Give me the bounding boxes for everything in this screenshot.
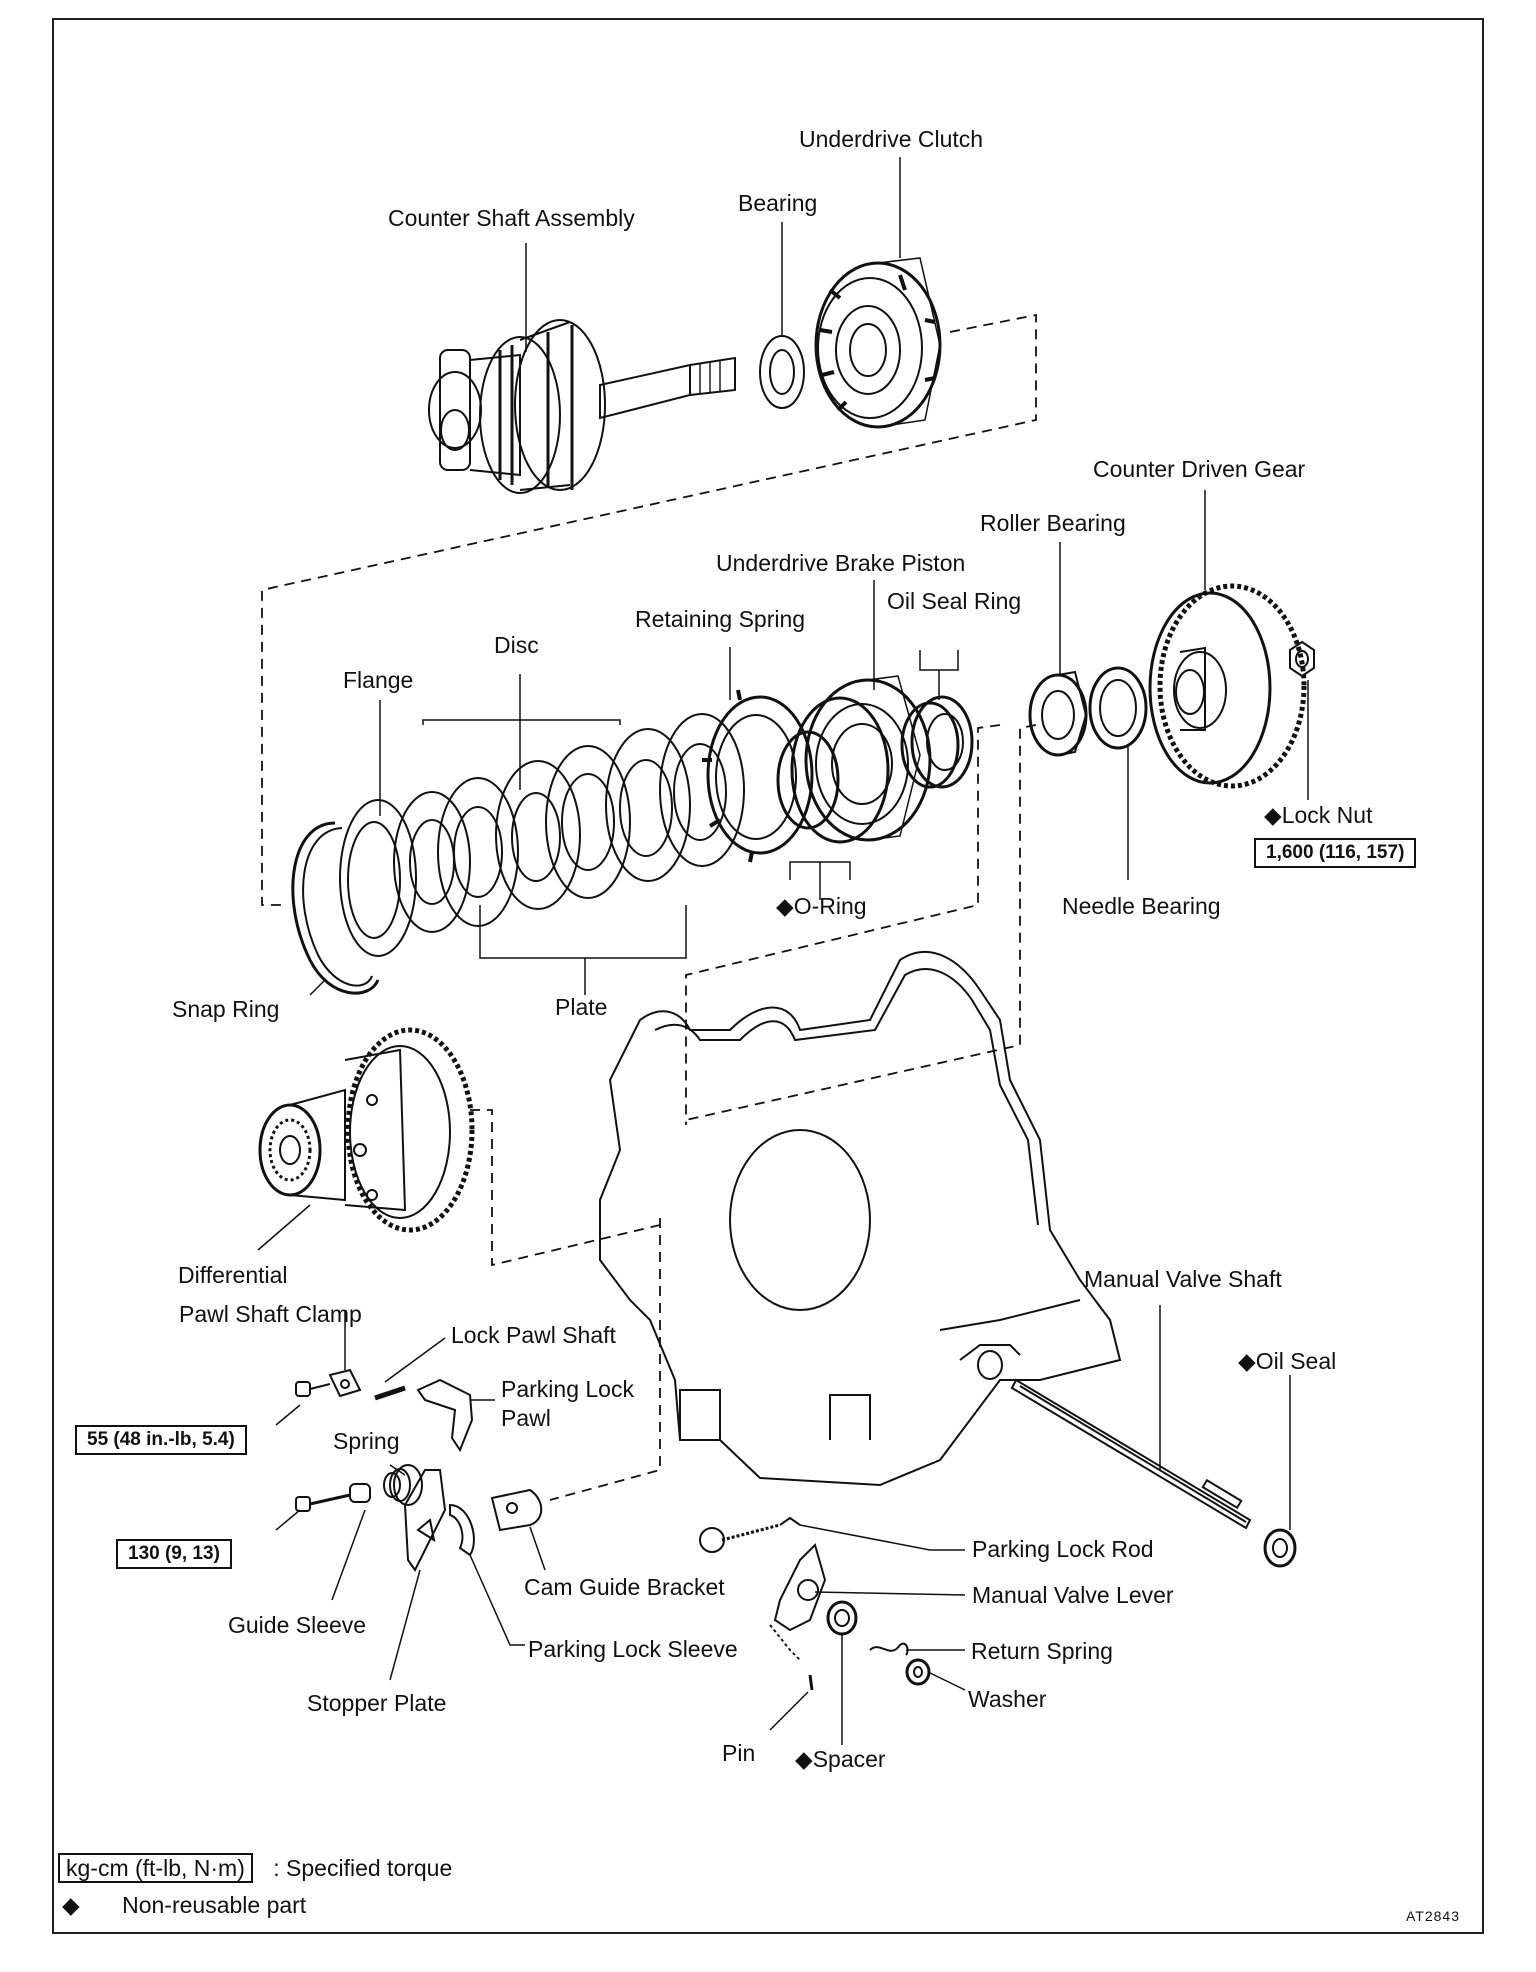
label-oil-seal-ring: Oil Seal Ring bbox=[887, 588, 1022, 614]
needle-bearing bbox=[1088, 666, 1148, 750]
underdrive-brake-piston bbox=[804, 675, 932, 842]
label-flange: Flange bbox=[343, 667, 414, 693]
parking-lock-rod bbox=[699, 1516, 801, 1553]
o-rings bbox=[776, 696, 890, 844]
label-disc: Disc bbox=[494, 632, 539, 658]
label-lock-pawl-shaft: Lock Pawl Shaft bbox=[451, 1322, 616, 1348]
label-cam-guide-bracket: Cam Guide Bracket bbox=[524, 1574, 725, 1600]
diagram-frame bbox=[52, 18, 1484, 1934]
torque-stopper-plate-bolt: 130 (9, 13) bbox=[116, 1539, 232, 1569]
label-lock-nut: ◆Lock Nut bbox=[1264, 802, 1373, 828]
torque-pawl-shaft-clamp-bolt: 55 (48 in.-lb, 5.4) bbox=[75, 1425, 247, 1455]
parking-lock-sleeve bbox=[449, 1503, 475, 1557]
label-underdrive-brake-piston: Underdrive Brake Piston bbox=[716, 550, 966, 576]
legend-symbol-desc: Non-reusable part bbox=[122, 1892, 307, 1918]
legend-unit-box: kg-cm (ft-lb, N·m) bbox=[58, 1853, 253, 1883]
retaining-spring bbox=[702, 689, 814, 863]
label-o-ring: ◆O-Ring bbox=[776, 893, 867, 919]
label-snap-ring: Snap Ring bbox=[172, 996, 280, 1022]
label-parking-lock-pawl-line1: Parking Lock bbox=[501, 1376, 634, 1402]
counter-driven-gear bbox=[1148, 583, 1307, 789]
label-manual-valve-lever: Manual Valve Lever bbox=[972, 1582, 1174, 1608]
figure-code: AT2843 bbox=[1406, 1908, 1460, 1924]
label-spring: Spring bbox=[333, 1428, 400, 1454]
parking-lock-pawl bbox=[416, 1378, 474, 1453]
label-stopper-plate: Stopper Plate bbox=[307, 1690, 447, 1716]
clutch-pack bbox=[291, 713, 745, 995]
transmission-case bbox=[599, 950, 1122, 1487]
leader-lines bbox=[257, 157, 1309, 1745]
manual-valve-lever bbox=[769, 1543, 827, 1661]
label-bearing: Bearing bbox=[738, 190, 818, 216]
label-parking-lock-rod: Parking Lock Rod bbox=[972, 1536, 1154, 1562]
label-spacer: ◆Spacer bbox=[795, 1746, 886, 1772]
legend-torque-row: kg-cm (ft-lb, N·m) : Specified torque bbox=[58, 1853, 452, 1883]
label-underdrive-clutch: Underdrive Clutch bbox=[799, 126, 984, 152]
label-plate: Plate bbox=[555, 994, 608, 1020]
label-washer: Washer bbox=[968, 1686, 1047, 1712]
label-retaining-spring: Retaining Spring bbox=[635, 606, 806, 632]
label-roller-bearing: Roller Bearing bbox=[980, 510, 1126, 536]
label-return-spring: Return Spring bbox=[971, 1638, 1113, 1664]
dashed-group-lines bbox=[261, 313, 1037, 1501]
label-differential: Differential bbox=[178, 1262, 288, 1288]
label-counter-shaft-assembly: Counter Shaft Assembly bbox=[388, 205, 635, 231]
oil-seal-rings bbox=[900, 695, 974, 789]
washer-part bbox=[905, 1658, 931, 1686]
label-manual-valve-shaft: Manual Valve Shaft bbox=[1084, 1266, 1282, 1292]
spacer-part bbox=[826, 1600, 858, 1636]
stopper-plate-bolt-and-guide-sleeve bbox=[295, 1483, 371, 1512]
counter-shaft-assembly bbox=[428, 319, 736, 494]
cam-guide-bracket bbox=[490, 1488, 543, 1532]
underdrive-clutch bbox=[814, 257, 942, 429]
legend-diamond-symbol: ◆ bbox=[62, 1892, 80, 1918]
label-needle-bearing: Needle Bearing bbox=[1062, 893, 1221, 919]
stopper-plate bbox=[403, 1469, 447, 1572]
label-pawl-shaft-clamp: Pawl Shaft Clamp bbox=[179, 1301, 362, 1327]
spring-part bbox=[383, 1464, 423, 1506]
label-guide-sleeve: Guide Sleeve bbox=[228, 1612, 367, 1638]
legend-unit-desc: : Specified torque bbox=[273, 1855, 453, 1881]
manual-valve-shaft bbox=[1010, 1378, 1252, 1530]
label-parking-lock-sleeve: Parking Lock Sleeve bbox=[528, 1636, 738, 1662]
pin-part bbox=[808, 1674, 814, 1691]
lock-pawl-shaft bbox=[374, 1385, 406, 1401]
pawl-shaft-clamp-and-bolt bbox=[295, 1368, 362, 1398]
label-oil-seal: ◆Oil Seal bbox=[1238, 1348, 1337, 1374]
return-spring-part bbox=[869, 1642, 909, 1656]
label-pin: Pin bbox=[722, 1740, 756, 1766]
differential bbox=[258, 1027, 475, 1233]
label-counter-driven-gear: Counter Driven Gear bbox=[1093, 456, 1306, 482]
torque-lock-nut: 1,600 (116, 157) bbox=[1254, 838, 1417, 868]
legend-non-reusable-row: ◆ Non-reusable part bbox=[62, 1890, 306, 1920]
label-parking-lock-pawl-line2: Pawl bbox=[501, 1405, 551, 1431]
bearing bbox=[759, 335, 805, 409]
lock-nut bbox=[1289, 640, 1315, 678]
roller-bearing bbox=[1028, 670, 1088, 757]
oil-seal bbox=[1263, 1528, 1297, 1568]
